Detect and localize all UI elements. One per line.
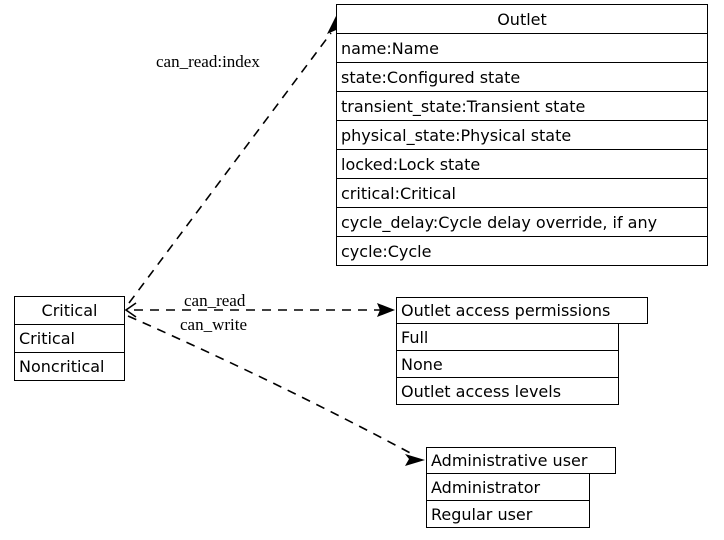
edge-critical-to-permissions [124,302,395,318]
class-title-critical: Critical [14,296,125,325]
class-attr-outlet-locked: locked:Lock state [336,149,708,179]
class-attr-outlet-cycle: cycle:Cycle [336,236,708,266]
class-attr-outlet-transient-state: transient_state:Transient state [336,91,708,121]
class-attr-permissions-none: None [396,350,619,378]
edge-label-can-read-index: can_read:index [156,52,260,71]
class-attr-outlet-critical: critical:Critical [336,178,708,208]
class-attr-permissions-access-levels: Outlet access levels [396,377,619,405]
class-attr-outlet-state: state:Configured state [336,62,708,92]
edge-label-can-write: can_write [180,315,248,334]
edge-critical-to-admin-user [127,315,425,466]
class-attr-permissions-full: Full [396,323,619,351]
class-attr-critical-noncritical: Noncritical [14,352,125,381]
class-attr-admin-user-regular-user: Regular user [426,500,590,528]
class-title-administrative-user: Administrative user [426,447,616,474]
class-title-outlet: Outlet [336,4,708,34]
class-title-outlet-access-permissions: Outlet access permissions [396,297,648,324]
class-attr-outlet-name: name:Name [336,33,708,63]
class-attr-outlet-physical-state: physical_state:Physical state [336,120,708,150]
class-attr-critical-critical: Critical [14,324,125,353]
class-attr-admin-user-administrator: Administrator [426,473,590,501]
class-attr-outlet-cycle-delay: cycle_delay:Cycle delay override, if any [336,207,708,237]
edge-label-can-read: can_read [184,291,246,310]
